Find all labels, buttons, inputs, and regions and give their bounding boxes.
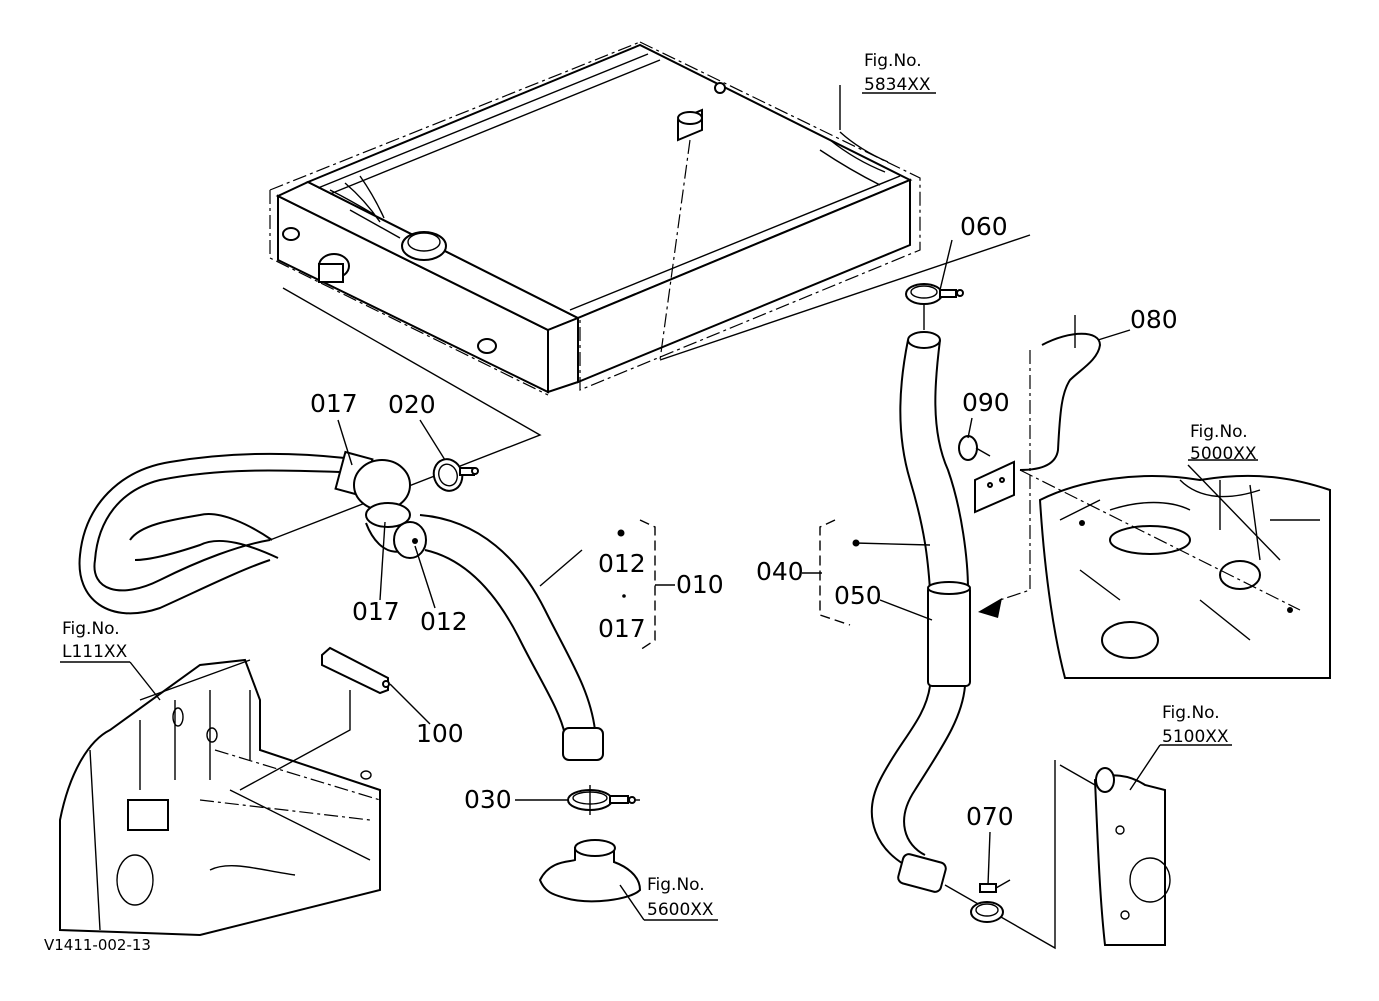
bracket-040 — [819, 519, 851, 626]
fig-ref-radiator-number: 5834XX — [864, 75, 931, 95]
fig-ref-engine-number: 5000XX — [1190, 444, 1257, 464]
fig-ref-thermostat-label: Fig.No. — [647, 875, 705, 895]
fig-ref-pump-number: 5100XX — [1162, 727, 1229, 747]
part-label-040: 040 — [756, 557, 804, 586]
part-label-050: 050 — [834, 581, 882, 610]
radiator-outlet-leader — [269, 287, 542, 541]
radiator-assembly — [269, 41, 1031, 396]
stay-080 — [958, 315, 1102, 618]
clamp-020 — [432, 458, 479, 492]
leader-lines — [60, 85, 1281, 921]
part-label-012-elbow: 012 — [420, 607, 468, 636]
clamp-060 — [905, 283, 964, 330]
part-label-012-group: 012 — [598, 549, 646, 578]
part-label-060: 060 — [960, 212, 1008, 241]
fig-ref-frame-number: L111XX — [62, 642, 128, 662]
thermostat-housing — [538, 785, 642, 903]
bracket-010 — [639, 519, 656, 651]
part-label-017-elbow: 017 — [352, 597, 400, 626]
fig-ref-radiator-label: Fig.No. — [864, 51, 922, 71]
part-labels: 060 080 090 017 020 012 010 017 017 012 … — [310, 212, 1178, 831]
part-label-100: 100 — [416, 719, 464, 748]
lower-hose-assembly — [870, 331, 1056, 950]
upper-hose-assembly — [78, 450, 604, 761]
part-label-080: 080 — [1130, 305, 1178, 334]
part-label-020: 020 — [388, 390, 436, 419]
part-label-017-top: 017 — [310, 389, 358, 418]
fig-ref-frame-label: Fig.No. — [62, 619, 120, 639]
part-label-070: 070 — [966, 802, 1014, 831]
fig-ref-pump-label: Fig.No. — [1162, 703, 1220, 723]
clamp-030 — [567, 789, 640, 811]
engine-block-illustration — [1019, 469, 1331, 679]
part-label-030: 030 — [464, 785, 512, 814]
part-label-010: 010 — [676, 570, 724, 599]
part-label-017-group: 017 — [598, 614, 646, 643]
diagram-code: V1411-002-13 — [44, 936, 151, 954]
part-label-090: 090 — [962, 388, 1010, 417]
plate-100 — [239, 646, 390, 791]
fig-ref-engine-label: Fig.No. — [1190, 422, 1248, 442]
fig-ref-thermostat-number: 5600XX — [647, 900, 714, 920]
frame-illustration — [59, 658, 381, 937]
clamp-070 — [970, 879, 1011, 923]
water-pump-illustration — [1059, 764, 1171, 946]
figure-refs: Fig.No. 5834XX Fig.No. 5000XX Fig.No. L1… — [62, 51, 1257, 920]
